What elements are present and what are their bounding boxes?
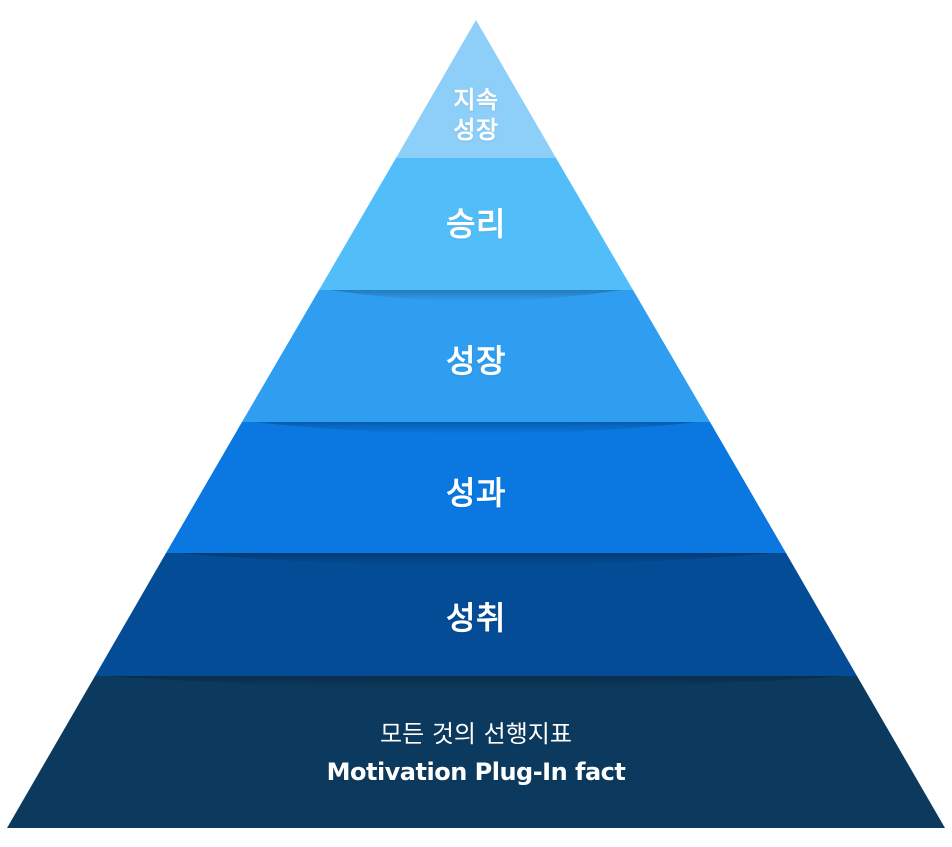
tier-5-label-text: 성취	[446, 599, 506, 637]
tier-2-label: 승리	[0, 204, 952, 244]
tier-top-label-line-1: 지속	[453, 86, 499, 114]
tier-2-shape	[319, 158, 633, 290]
tier-divider-shadow	[106, 676, 846, 689]
tier-3-shape	[242, 290, 710, 422]
tier-4-label: 성과	[0, 473, 952, 513]
tier-4-shape	[166, 422, 786, 553]
tier-divider-shadow	[253, 422, 699, 434]
tier-base-label: 모든 것의 선행지표 Motivation Plug-In fact	[0, 715, 952, 791]
tier-3-label: 성장	[0, 341, 952, 381]
tier-base-label-line-1: 모든 것의 선행지표	[380, 720, 572, 748]
tier-4-label-text: 성과	[446, 474, 506, 512]
tier-base-label-line-2: Motivation Plug-In fact	[326, 758, 626, 786]
tier-top-shape	[396, 20, 556, 158]
tier-3-label-text: 성장	[446, 342, 506, 380]
tier-divider-shadow	[330, 290, 622, 301]
tier-top-label-line-2: 성장	[453, 116, 499, 144]
tier-divider-shadow	[177, 553, 775, 566]
tier-5-shape	[95, 553, 857, 676]
tier-5-label: 성취	[0, 598, 952, 638]
tier-top-label: 지속 성장	[0, 85, 952, 145]
tier-base-shape	[7, 676, 945, 828]
tier-2-label-text: 승리	[446, 205, 506, 243]
